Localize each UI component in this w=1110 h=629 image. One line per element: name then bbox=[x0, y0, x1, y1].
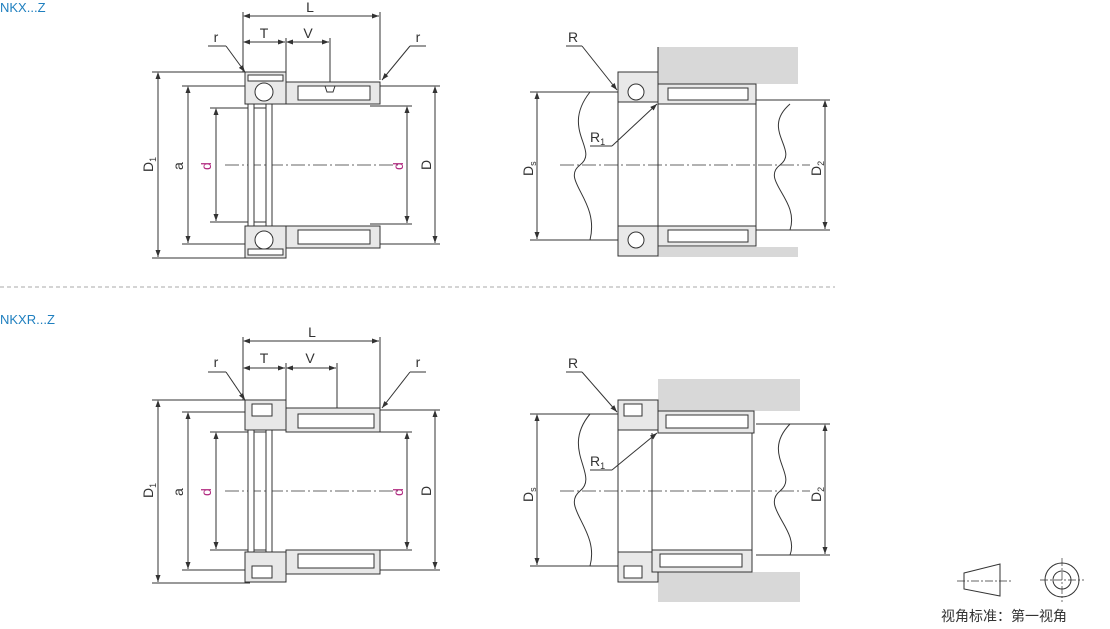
nkxr-z-bearing-section-view bbox=[152, 337, 440, 584]
series-title-nkx-z: NKX...Z bbox=[0, 0, 46, 15]
dim-L: L bbox=[306, 0, 314, 15]
dim-a-2: a bbox=[170, 488, 186, 496]
projection-standard-caption: 视角标准：第一视角 bbox=[941, 609, 1067, 625]
nkx-z-dimension-labels: L T V r r D1 a d d D bbox=[140, 0, 434, 172]
dim-r-right-2: r bbox=[416, 354, 421, 370]
dim-D1-2: D1 bbox=[140, 483, 158, 498]
dim-V-2: V bbox=[305, 350, 315, 366]
dim-d-right-2: d bbox=[390, 488, 406, 496]
series-title-nkxr-z: NKXR...Z bbox=[0, 312, 55, 327]
nkx-z-mounting-view bbox=[530, 45, 830, 257]
dim-D1: D1 bbox=[140, 157, 158, 172]
dim-Ds-2: Ds bbox=[520, 487, 538, 502]
dim-d-right: d bbox=[390, 162, 406, 170]
dim-d-left: d bbox=[198, 162, 214, 170]
nkx-z-bearing-section-view bbox=[152, 12, 440, 259]
dim-T-2: T bbox=[260, 350, 269, 366]
dim-a: a bbox=[170, 162, 186, 170]
nkxr-z-mounting-view bbox=[530, 371, 830, 602]
dim-D: D bbox=[418, 160, 434, 170]
dim-V: V bbox=[303, 25, 313, 41]
nkxr-z-dimension-labels: L T V r r D1 a d d D bbox=[140, 324, 434, 498]
dim-Ds: Ds bbox=[520, 161, 538, 176]
first-angle-projection-symbol bbox=[957, 558, 1084, 602]
dim-r-right: r bbox=[416, 29, 421, 45]
dim-D2: D2 bbox=[808, 161, 826, 176]
dim-L-2: L bbox=[308, 324, 316, 340]
dim-D2-2: D2 bbox=[808, 487, 826, 502]
nkx-z-mounting-labels: R R1 Ds D2 bbox=[520, 29, 826, 176]
dim-R: R bbox=[568, 29, 578, 45]
dim-R1: R1 bbox=[590, 129, 605, 147]
dim-R-2: R bbox=[568, 355, 578, 371]
dim-r-left: r bbox=[214, 29, 219, 45]
nkxr-z-mounting-labels: R R1 Ds D2 bbox=[520, 355, 826, 502]
dim-d-left-2: d bbox=[198, 488, 214, 496]
dim-D-2: D bbox=[418, 486, 434, 496]
dim-r-left-2: r bbox=[214, 354, 219, 370]
dim-T: T bbox=[260, 25, 269, 41]
dim-R1-2: R1 bbox=[590, 453, 605, 471]
